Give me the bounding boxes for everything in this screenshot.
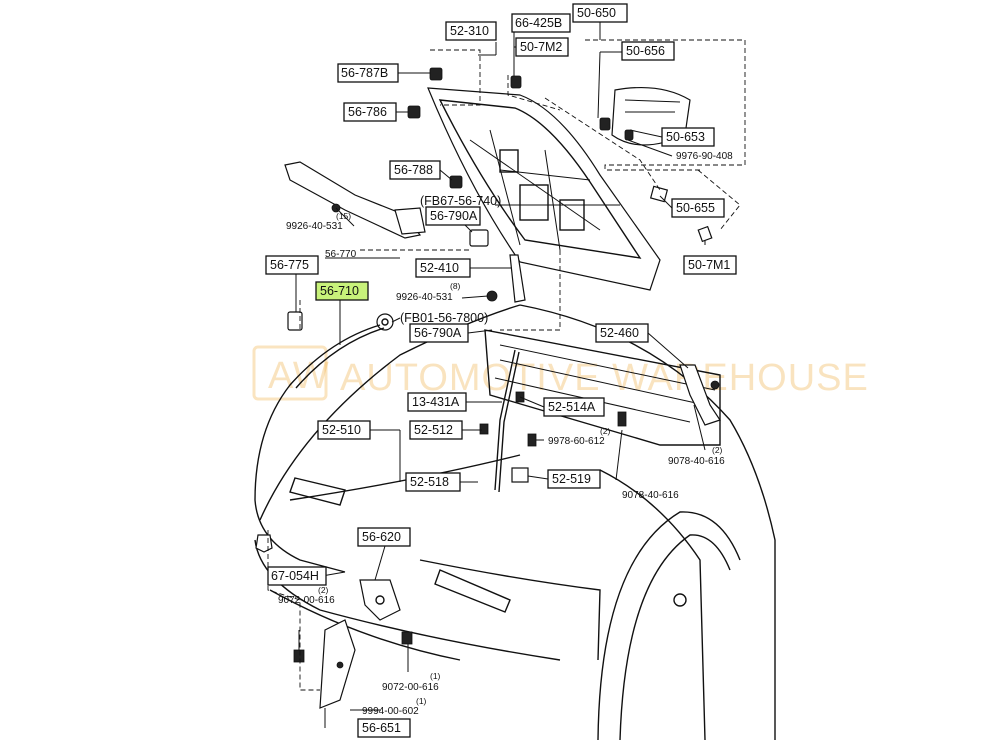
- callout-fb01-56-7800: (FB01-56-7800): [400, 311, 488, 325]
- svg-text:52-518: 52-518: [410, 475, 449, 489]
- svg-text:50-656: 50-656: [626, 44, 665, 58]
- callout-52-512: 52-512: [409, 420, 463, 440]
- callout-56-775: 56-775: [265, 255, 319, 275]
- callout-50-7m2: 50-7M2: [515, 37, 569, 57]
- svg-text:56-788: 56-788: [394, 163, 433, 177]
- svg-text:52-514A: 52-514A: [548, 400, 596, 414]
- callout-9926-40-531-b: 9926-40-531: [396, 292, 453, 303]
- callout-9072-00-616-a: 9072-00-616: [278, 595, 335, 606]
- callout-52-514a: 52-514A: [543, 397, 605, 417]
- callout-56-710: 56-710: [315, 281, 369, 301]
- callout-9976-90-408: 9976-90-408: [676, 151, 733, 162]
- callout-56-786: 56-786: [343, 102, 397, 122]
- callout-56-788: 56-788: [389, 160, 441, 180]
- callout-fb67-56-740: (FB67-56-740): [420, 194, 501, 208]
- callout-56-790a: 56-790A: [409, 323, 469, 343]
- callout-52-460: 52-460: [595, 323, 649, 343]
- callout-9078-40-616-a: 9078-40-616: [668, 456, 725, 467]
- small-parts: [254, 67, 721, 709]
- callout-52-519: 52-519: [547, 469, 601, 489]
- callout-50-653: 50-653: [661, 127, 715, 147]
- svg-text:66-425B: 66-425B: [515, 16, 562, 30]
- callout-56-651: 56-651: [357, 718, 411, 738]
- svg-text:50-655: 50-655: [676, 201, 715, 215]
- callout-50-7m1: 50-7M1: [683, 255, 737, 275]
- leader-lines: [295, 22, 706, 728]
- svg-text:56-790A: 56-790A: [430, 209, 478, 223]
- svg-text:50-7M2: 50-7M2: [520, 40, 562, 54]
- callout-56-787b: 56-787B: [337, 63, 399, 83]
- callout-52-518: 52-518: [405, 472, 461, 492]
- svg-text:52-510: 52-510: [322, 423, 361, 437]
- qty-2c: (2): [318, 585, 329, 595]
- hood-panel: [427, 87, 661, 291]
- callout-9926-40-531-a: 9926-40-531: [286, 221, 343, 232]
- svg-text:56-620: 56-620: [362, 530, 401, 544]
- svg-text:50-650: 50-650: [577, 6, 616, 20]
- svg-text:52-519: 52-519: [552, 472, 591, 486]
- callout-50-650: 50-650: [572, 3, 628, 23]
- qty-8: (8): [450, 281, 461, 291]
- qty-1b: (1): [416, 696, 427, 706]
- svg-text:56-710: 56-710: [320, 284, 359, 298]
- callout-56-790a-top: 56-790A: [425, 206, 481, 226]
- callout-labels: 52-310 66-425B 50-7M2 50-650 50-656 56-7…: [265, 3, 737, 738]
- car-body-outline: [254, 304, 776, 741]
- qty-15: (15): [336, 211, 351, 221]
- svg-text:56-775: 56-775: [270, 258, 309, 272]
- svg-text:67-054H: 67-054H: [271, 569, 319, 583]
- svg-text:56-651: 56-651: [362, 721, 401, 735]
- svg-text:52-512: 52-512: [414, 423, 453, 437]
- callout-52-510: 52-510: [317, 420, 371, 440]
- watermark-logo-box: [252, 345, 328, 401]
- svg-text:56-790A: 56-790A: [414, 326, 462, 340]
- svg-text:52-310: 52-310: [450, 24, 489, 38]
- callout-56-620: 56-620: [357, 527, 411, 547]
- qty-2b: (2): [712, 445, 723, 455]
- svg-text:56-787B: 56-787B: [341, 66, 388, 80]
- callout-52-310: 52-310: [445, 21, 497, 41]
- callout-9078-40-616-b: 9078-40-616: [622, 490, 679, 501]
- watermark-text: AUTOMOTIVE WAREHOUSE: [340, 357, 869, 399]
- callout-52-410: 52-410: [415, 258, 471, 278]
- svg-text:56-786: 56-786: [348, 105, 387, 119]
- qty-1a: (1): [430, 671, 441, 681]
- callout-9978-60-612: 9978-60-612: [548, 436, 605, 447]
- callout-9994-00-602: 9994-00-602: [362, 706, 419, 717]
- callout-50-655: 50-655: [671, 198, 725, 218]
- qty-2a: (2): [600, 426, 611, 436]
- callout-13-431a: 13-431A: [407, 392, 467, 412]
- svg-text:50-653: 50-653: [666, 130, 705, 144]
- callout-56-770: 56-770: [325, 249, 357, 260]
- svg-text:13-431A: 13-431A: [412, 395, 460, 409]
- svg-text:50-7M1: 50-7M1: [688, 258, 730, 272]
- callout-50-656: 50-656: [621, 41, 675, 61]
- callout-66-425b: 66-425B: [511, 13, 571, 33]
- svg-text:52-460: 52-460: [600, 326, 639, 340]
- callout-9072-00-616-b: 9072-00-616: [382, 682, 439, 693]
- watermark: AW AUTOMOTIVE WAREHOUSE: [252, 345, 869, 401]
- callout-67-054h: 67-054H: [267, 566, 327, 586]
- svg-text:52-410: 52-410: [420, 261, 459, 275]
